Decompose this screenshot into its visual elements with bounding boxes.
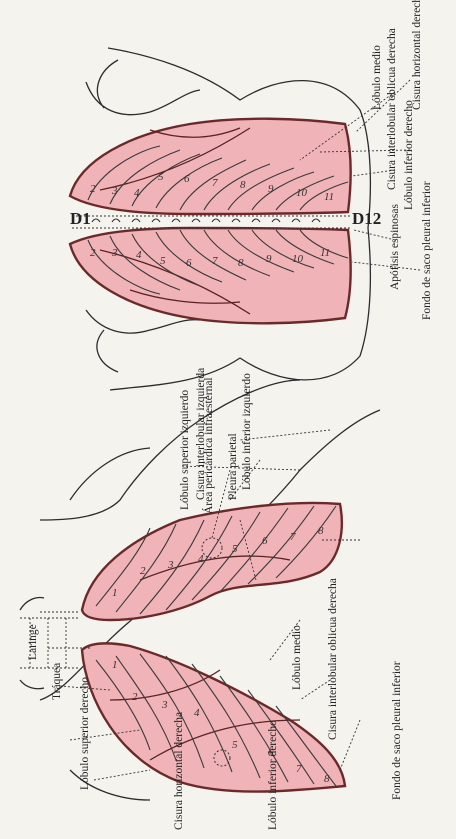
spinous-processes bbox=[92, 219, 320, 222]
left-lung-posterior bbox=[70, 228, 351, 323]
rib-number: 3 bbox=[161, 699, 168, 711]
rib-number: 7 bbox=[212, 255, 218, 267]
label-lobulo-inferior-derecho-top: Lóbulo inferior derecho bbox=[403, 100, 415, 210]
label-cisura-horizontal-derecha-bottom: Cisura horizontal derecha bbox=[173, 712, 185, 830]
label-cisura-oblicua-derecha-top: Cisura interlobular oblicua derecha bbox=[386, 28, 398, 190]
rib-number: 8 bbox=[318, 525, 324, 537]
rib-number: 3 bbox=[111, 247, 118, 259]
rib-number: 3 bbox=[167, 559, 174, 571]
rib-number: 1 bbox=[112, 659, 118, 671]
posterior-body-outline bbox=[108, 48, 370, 390]
rib-number: 1 bbox=[112, 587, 118, 599]
rib-number: 2 bbox=[140, 565, 146, 577]
left-lung-anterior bbox=[82, 503, 342, 620]
posterior-view: 2 3 4 5 6 7 8 9 10 11 2 3 4 5 6 7 8 9 10… bbox=[70, 48, 381, 390]
shoulder-outline-anterior bbox=[70, 448, 150, 500]
rib-number: 5 bbox=[158, 171, 164, 183]
shoulder-outline-left bbox=[97, 330, 118, 372]
label-lobulo-inferior-izquierdo: Lóbulo inferior izquierdo bbox=[241, 373, 253, 490]
label-lobulo-superior-izquierdo: Lóbulo superior izquierdo bbox=[179, 390, 191, 510]
rib-number: 7 bbox=[290, 531, 296, 543]
shoulder-outline bbox=[97, 60, 118, 108]
rib-number: 6 bbox=[186, 257, 192, 269]
rib-number: 11 bbox=[324, 191, 334, 203]
rib-number: 4 bbox=[134, 187, 140, 199]
label-pleura-parietal: Pleura parietal bbox=[227, 433, 239, 500]
label-laringe: Laringe bbox=[27, 624, 39, 660]
rib-number: 3 bbox=[111, 185, 118, 197]
rib-number: 5 bbox=[232, 739, 238, 751]
label-fondo-de-saco-bottom: Fondo de saco pleural inferior bbox=[391, 661, 403, 800]
rib-number: 10 bbox=[292, 253, 304, 265]
rib-number: 6 bbox=[184, 173, 190, 185]
rib-number: 2 bbox=[132, 691, 138, 703]
scapula-outline bbox=[86, 82, 200, 115]
rib-number: 9 bbox=[268, 183, 274, 195]
anterior-body-outline-2 bbox=[40, 380, 300, 520]
label-fondo-de-saco-top: Fondo de saco pleural inferior bbox=[421, 181, 433, 320]
rib-number: 5 bbox=[160, 255, 166, 267]
rib-number: 8 bbox=[324, 773, 330, 785]
rib-number: 7 bbox=[212, 177, 218, 189]
rib-number: 8 bbox=[240, 179, 246, 191]
label-cisura-horizontal-derecha-top: Cisura horizontal derecha bbox=[411, 0, 423, 110]
rib-number: 7 bbox=[296, 763, 302, 775]
label-apofisis-espinosas: Apófisis espinosas bbox=[389, 204, 401, 290]
rib-number: 4 bbox=[136, 249, 142, 261]
right-lung-anterior bbox=[82, 643, 345, 791]
d12-label: D12 bbox=[352, 209, 381, 228]
label-traquea: Tráquea bbox=[51, 663, 63, 700]
d1-label: D1 bbox=[70, 209, 91, 228]
rib-number: 2 bbox=[90, 247, 96, 259]
rib-number: 4 bbox=[194, 707, 200, 719]
rib-number: 10 bbox=[296, 187, 308, 199]
label-cisura-oblicua-derecha-bottom: Cisura interlobular oblicua derecha bbox=[327, 578, 339, 740]
rib-number: 11 bbox=[320, 247, 330, 259]
label-lobulo-medio-top: Lóbulo medio bbox=[371, 45, 383, 110]
rib-number: 4 bbox=[198, 553, 204, 565]
rib-number: 2 bbox=[90, 183, 96, 195]
rib-number: 5 bbox=[232, 543, 238, 555]
label-area-pericardica: Área pericárdica infraesternal bbox=[201, 377, 215, 514]
rib-number: 6 bbox=[262, 535, 268, 547]
rib-number: 8 bbox=[238, 257, 244, 269]
label-lobulo-superior-derecho: Lóbulo superior derecho bbox=[79, 677, 91, 790]
label-lobulo-inferior-derecho-bottom: Lóbulo inferior derecho bbox=[267, 720, 279, 830]
label-lobulo-medio-bottom: Lóbulo medio bbox=[291, 625, 303, 690]
rib-number: 9 bbox=[266, 253, 272, 265]
